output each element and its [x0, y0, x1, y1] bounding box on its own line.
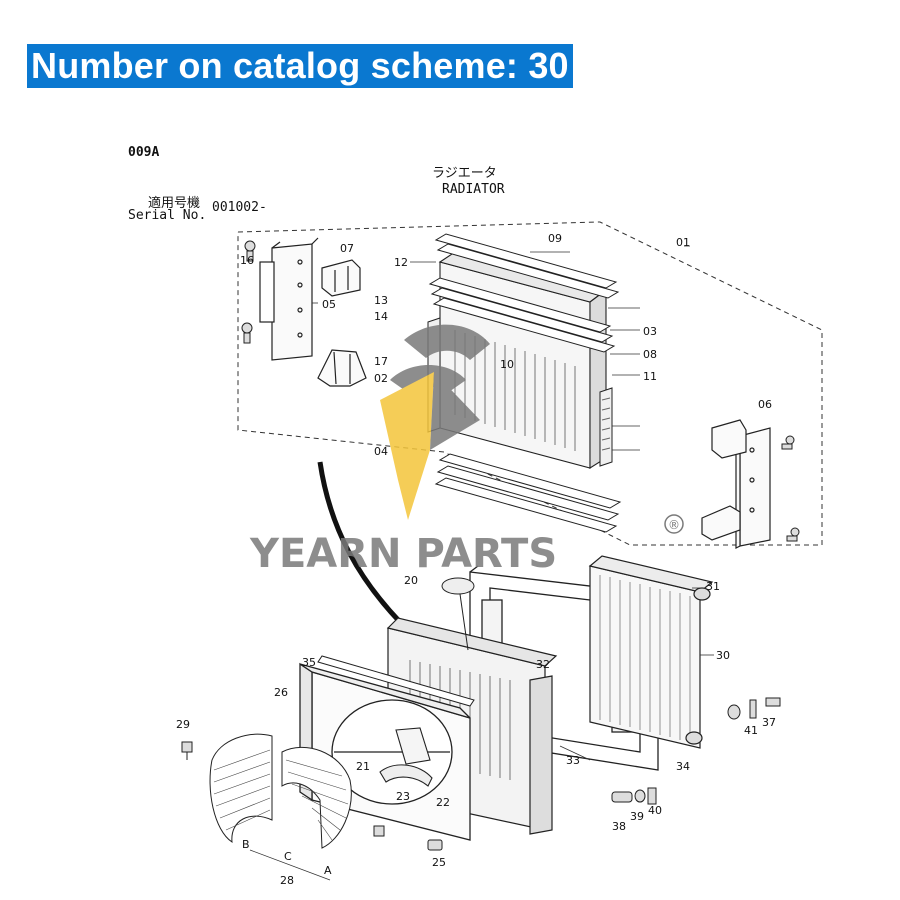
yearn-parts-logo-icon	[380, 324, 490, 520]
letter-b: B	[242, 838, 250, 851]
letter-c: C	[284, 850, 292, 863]
serial-label-en: Serial No.	[128, 208, 206, 223]
callout-32: 32	[536, 658, 550, 671]
callout-05: 05	[322, 298, 336, 311]
diagram-title-jp: ラジエータ	[432, 166, 497, 181]
fan-guard-28	[209, 733, 352, 849]
callout-40: 40	[648, 804, 662, 817]
callout-29: 29	[176, 718, 190, 731]
callout-11: 11	[643, 370, 657, 383]
callout-labels: 01 02 03 04 05 06 07 08 09 10 11 12 13 1…	[176, 232, 776, 887]
serial-value: 001002-	[212, 200, 267, 215]
callout-21: 21	[356, 760, 370, 773]
callout-12: 12	[394, 256, 408, 269]
bolt-25	[427, 839, 443, 851]
hardware-37-41	[727, 697, 781, 720]
callout-20: 20	[404, 574, 418, 587]
callout-17: 17	[374, 355, 388, 368]
bolt-16-c	[781, 435, 795, 450]
catalog-banner: Number on catalog scheme: 30	[27, 44, 573, 88]
registered-mark-icon: ®	[664, 514, 684, 534]
callout-02: 02	[374, 372, 388, 385]
letter-a: A	[324, 864, 332, 877]
cap-20	[441, 577, 475, 651]
callout-31: 31	[706, 580, 720, 593]
mount-bracket-07-right-bottom	[701, 505, 741, 541]
bolt-29-right	[373, 825, 385, 837]
callout-07: 07	[340, 242, 354, 255]
seal-strip-35	[317, 655, 475, 707]
hose-21	[379, 764, 433, 787]
callout-22: 22	[436, 796, 450, 809]
hardware-38-40	[611, 787, 657, 805]
bolt-29-left	[181, 741, 193, 760]
diagram-code: 009A	[128, 145, 159, 160]
mount-bracket-07-right-top	[711, 419, 747, 459]
callout-34: 34	[676, 760, 690, 773]
seal-strips-09-upper	[428, 233, 620, 353]
bracket-22	[395, 727, 431, 765]
assembly-arrow	[317, 461, 402, 624]
callout-26: 26	[274, 686, 288, 699]
callout-25: 25	[432, 856, 446, 869]
watermark-brand: YEARN PARTS	[249, 531, 557, 577]
callout-37: 37	[762, 716, 776, 729]
mount-bracket-07-top	[321, 259, 361, 297]
callout-06: 06	[758, 398, 772, 411]
callout-01: 01	[676, 236, 690, 249]
bracket-05	[259, 237, 319, 361]
callout-35: 35	[302, 656, 316, 669]
callout-03: 03	[643, 325, 657, 338]
callout-38: 38	[612, 820, 626, 833]
callout-30: 30	[716, 649, 730, 662]
bolt-16-d	[786, 527, 800, 542]
callout-23: 23	[396, 790, 410, 803]
bolt-16-a	[244, 240, 256, 262]
callout-14: 14	[374, 310, 388, 323]
callout-16: 16	[240, 254, 254, 267]
callout-09: 09	[548, 232, 562, 245]
callout-10: 10	[500, 358, 514, 371]
serial-label-jp: 適用号機	[148, 195, 200, 211]
radiator-30	[588, 555, 714, 749]
registered-symbol: ®	[668, 518, 680, 532]
leader-lines	[249, 245, 714, 881]
callout-08: 08	[643, 348, 657, 361]
sub-assembly-boundary	[237, 221, 823, 546]
mount-bracket-07-bottom	[317, 349, 367, 387]
bolt-16-b	[241, 322, 253, 344]
side-plate-17	[599, 387, 613, 467]
seal-strips-09-lower	[434, 453, 622, 533]
callout-39: 39	[630, 810, 644, 823]
callout-33: 33	[566, 754, 580, 767]
callout-28: 28	[280, 874, 294, 887]
diagram-title-en: RADIATOR	[442, 182, 505, 197]
callout-04: 04	[374, 445, 388, 458]
callout-13: 13	[374, 294, 388, 307]
callout-41: 41	[744, 724, 758, 737]
